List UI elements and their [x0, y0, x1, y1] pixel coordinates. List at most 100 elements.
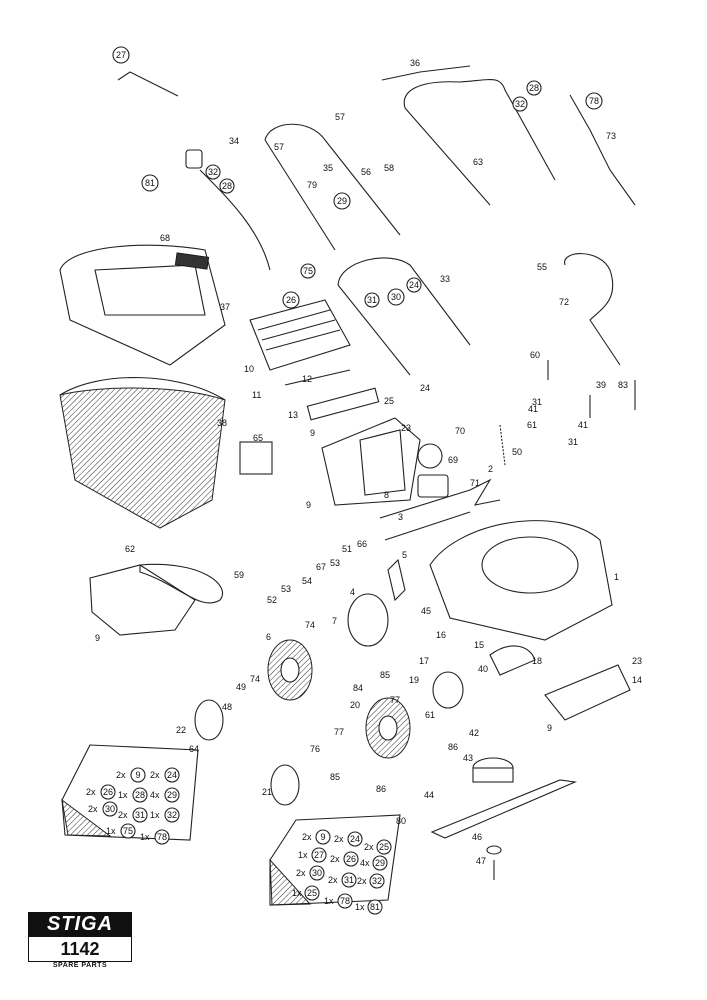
parts-bag-64-hatch	[61, 798, 112, 837]
rear-rail-part	[284, 369, 351, 386]
rear-wheel-disc-part	[347, 593, 389, 647]
svg-text:2x: 2x	[334, 834, 344, 844]
callout: 64	[189, 744, 199, 754]
circled-callout: 29	[333, 192, 351, 210]
brake-cable-part	[569, 94, 636, 206]
circled-callouts: 27 28 32 78 81 28 32 29 75 26 31 30 24	[112, 46, 603, 309]
svg-text:81: 81	[370, 902, 380, 912]
callout: 43	[463, 753, 473, 763]
callout: 83	[618, 380, 628, 390]
svg-text:28: 28	[135, 790, 145, 800]
callout-labels: 1 2 3 4 5 6 7 8 9 9 9 9 10 11 12 13 14 1…	[95, 58, 642, 866]
callout: 31	[532, 397, 542, 407]
bag-item: 1x 25	[292, 885, 320, 901]
bag-item: 1x 81	[355, 899, 383, 915]
svg-text:4x: 4x	[360, 858, 370, 868]
callout: 74	[250, 674, 260, 684]
callout: 15	[474, 640, 484, 650]
rear-wheel-hub	[280, 657, 300, 683]
callout: 44	[424, 790, 434, 800]
svg-text:9: 9	[320, 832, 325, 842]
height-scale-part	[489, 645, 536, 676]
engine-cover-ribs	[257, 309, 341, 351]
callout: 76	[310, 744, 320, 754]
callout: 61	[527, 420, 537, 430]
drive-axle-part	[379, 478, 501, 519]
callout: 9	[310, 428, 315, 438]
circled-callout: 31	[364, 292, 380, 308]
mower-deck-part	[429, 520, 613, 641]
callout: 72	[559, 297, 569, 307]
callout: 62	[125, 544, 135, 554]
circled-callout: 28	[219, 178, 235, 194]
svg-text:30: 30	[105, 804, 115, 814]
svg-text:29: 29	[375, 858, 385, 868]
callout: 55	[537, 262, 547, 272]
circled-callout: 81	[141, 174, 159, 192]
callout: 42	[469, 728, 479, 738]
callout: 45	[421, 606, 431, 616]
svg-text:30: 30	[391, 292, 401, 302]
svg-text:32: 32	[515, 99, 525, 109]
gearbox-part	[417, 474, 449, 498]
callout: 8	[384, 490, 389, 500]
svg-text:25: 25	[307, 888, 317, 898]
callout: 5	[402, 550, 407, 560]
axle-rod-part	[384, 511, 471, 541]
bag-item: 1x 28	[118, 787, 148, 803]
drive-belt-part	[139, 563, 223, 604]
grass-bag-frame-part	[59, 377, 226, 401]
circled-callout: 26	[282, 291, 300, 309]
callout: 2	[488, 464, 493, 474]
callout: 18	[532, 656, 542, 666]
svg-text:78: 78	[589, 96, 599, 106]
engine-cover-part	[249, 299, 351, 371]
svg-text:2x: 2x	[118, 810, 128, 820]
callout: 85	[380, 670, 390, 680]
allen-key-part	[117, 71, 179, 97]
callout: 49	[236, 682, 246, 692]
callout: 23	[401, 423, 411, 433]
callout: 47	[476, 856, 486, 866]
svg-text:75: 75	[123, 826, 133, 836]
svg-text:2x: 2x	[88, 804, 98, 814]
callout: 7	[332, 616, 337, 626]
callout: 17	[419, 656, 429, 666]
svg-text:29: 29	[167, 790, 177, 800]
callout: 22	[176, 725, 186, 735]
rear-housing-duct	[359, 429, 406, 496]
svg-text:4x: 4x	[150, 790, 160, 800]
svg-text:2x: 2x	[330, 854, 340, 864]
callout: 11	[252, 390, 261, 400]
callout: 34	[229, 136, 239, 146]
callout: 59	[234, 570, 244, 580]
callout: 54	[302, 576, 312, 586]
callout: 63	[473, 157, 483, 167]
callout: 80	[396, 816, 406, 826]
wheel-bracket-part	[387, 558, 406, 602]
svg-text:1x: 1x	[355, 902, 365, 912]
callout: 35	[323, 163, 333, 173]
lower-handle-left-part	[337, 284, 411, 376]
svg-text:1x: 1x	[118, 790, 128, 800]
svg-text:25: 25	[379, 842, 389, 852]
callout: 77	[390, 695, 400, 705]
callout: 58	[384, 163, 394, 173]
callout: 86	[376, 784, 386, 794]
svg-text:1x: 1x	[292, 888, 302, 898]
svg-text:2x: 2x	[296, 868, 306, 878]
upper-handle-part	[403, 79, 556, 181]
callout: 48	[222, 702, 232, 712]
callout: 39	[596, 380, 606, 390]
svg-text:26: 26	[346, 854, 356, 864]
rear-housing-part	[321, 417, 421, 506]
callout: 85	[330, 772, 340, 782]
